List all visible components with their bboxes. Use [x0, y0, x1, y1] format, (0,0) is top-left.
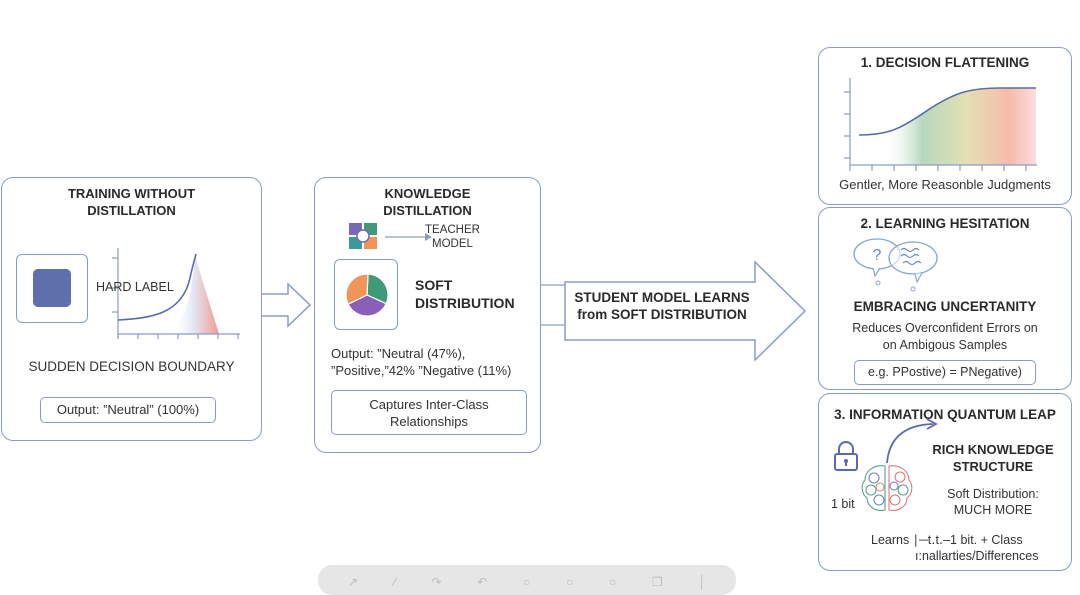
sudden-boundary-chart	[112, 248, 240, 339]
student-arrow-text: STUDENT MODEL LEARNS from SOFT DISTRIBUT…	[574, 290, 750, 322]
student-model-arrow	[564, 260, 807, 362]
soft-distribution-label: SOFT DISTRIBUTION	[415, 277, 515, 311]
flattening-chart	[844, 78, 1037, 171]
toolbar-zoom-out-icon[interactable]: ○	[523, 575, 531, 589]
arrow-to-distillation	[262, 282, 312, 328]
boundary-curve	[117, 253, 197, 321]
flattening-curve	[858, 87, 1036, 136]
pie-slice-neutral	[347, 294, 387, 317]
y-ticks	[844, 91, 850, 159]
toolbar-more-icon[interactable]: │	[698, 575, 706, 589]
boundary-caption: SUDDEN DECISION BOUNDARY	[28, 359, 235, 374]
connector-to-student-arrow	[541, 284, 567, 326]
x-ticks	[117, 334, 239, 339]
uncertainty-subtitle: EMBRACING UNCERTANITY	[853, 299, 1037, 314]
lock-icon	[834, 441, 858, 471]
soft-distribution-pie	[345, 273, 389, 317]
panel-training-without-distillation: TRAINING WITHOUT DISTILLATION HARD LABEL…	[1, 177, 262, 441]
soft-distribution-more: Soft Distribution: MUCH MORE	[947, 487, 1039, 517]
hesitation-description: Reduces Overconfident Errors on on Ambig…	[852, 321, 1038, 352]
hesitation-example: e.g. PPostive) = PNegative)	[854, 360, 1036, 385]
hard-label-square	[33, 269, 71, 307]
brain-icon	[861, 465, 913, 511]
svg-text:?: ?	[873, 247, 882, 264]
flattening-caption: Gentler, More Reasonble Judgments	[839, 177, 1051, 192]
panel-title: 3. INFORMATION QUANTUM LEAP	[834, 407, 1056, 422]
y-ticks	[112, 257, 118, 313]
panel-title: TRAINING WITHOUT DISTILLATION	[67, 186, 196, 218]
panel-information-quantum-leap: 3. INFORMATION QUANTUM LEAP 1 bit RICH K…	[818, 393, 1072, 571]
soft-distribution-card	[334, 259, 398, 330]
teacher-model-label: TEACHER MODEL	[425, 224, 480, 250]
one-bit-label: 1 bit	[831, 497, 855, 511]
panel-title: KNOWLEDGE DISTILLATION	[383, 186, 472, 218]
panel-title: 2. LEARNING HESITATION	[860, 216, 1030, 231]
panel-knowledge-distillation: KNOWLEDGE DISTILLATION TEACHER MODEL SOF…	[314, 177, 541, 453]
inter-class-relationships: Captures Inter-Class Relationships	[331, 390, 527, 435]
toolbar-pen-icon[interactable]: ∕	[393, 575, 396, 589]
teacher-arrow-icon	[385, 233, 432, 241]
pie-slice-positive	[345, 273, 369, 305]
toolbar-copy-icon[interactable]: ❐	[651, 575, 663, 589]
hard-label-icon	[16, 254, 88, 323]
learns-description: Learns ∣─t․t․–1 bit. + Class ı:nallartie…	[871, 533, 1039, 563]
training-output: Output: ”Neutral” (100%)	[40, 397, 216, 423]
flattening-fill	[861, 88, 1036, 165]
panel-learning-hesitation: 2. LEARNING HESITATION ? EMBRACING UNCER…	[818, 207, 1072, 390]
toolbar-redo-icon[interactable]: ↷	[431, 575, 442, 589]
toolbar-search-icon[interactable]: ○	[609, 575, 617, 589]
leap-arrow-icon	[886, 418, 938, 464]
toolbar-zoom-in-icon[interactable]: ○	[566, 575, 574, 589]
teacher-model-icon	[349, 223, 377, 249]
bottom-toolbar[interactable]: ↗ ∕ ↷ ↶ ○ ○ ○ ❐ │	[318, 565, 736, 595]
hard-label-text: HARD LABEL	[96, 280, 174, 294]
x-ticks	[849, 165, 1027, 171]
boundary-fill	[172, 256, 219, 334]
distillation-output: Output: ”Neutral (47%), ”Positive,”42% ”…	[331, 346, 512, 378]
pie-slice-negative	[366, 273, 389, 305]
panel-title: 1. DECISION FLATTENING	[860, 55, 1030, 70]
toolbar-pointer-icon[interactable]: ↗	[348, 575, 359, 589]
toolbar-undo-icon[interactable]: ↶	[477, 575, 488, 589]
panel-decision-flattening: 1. DECISION FLATTENING Gentler, More Rea…	[818, 47, 1072, 205]
speech-bubbles-icon: ?	[853, 238, 938, 292]
rich-knowledge-label: RICH KNOWLEDGE STRUCTURE	[932, 442, 1054, 474]
